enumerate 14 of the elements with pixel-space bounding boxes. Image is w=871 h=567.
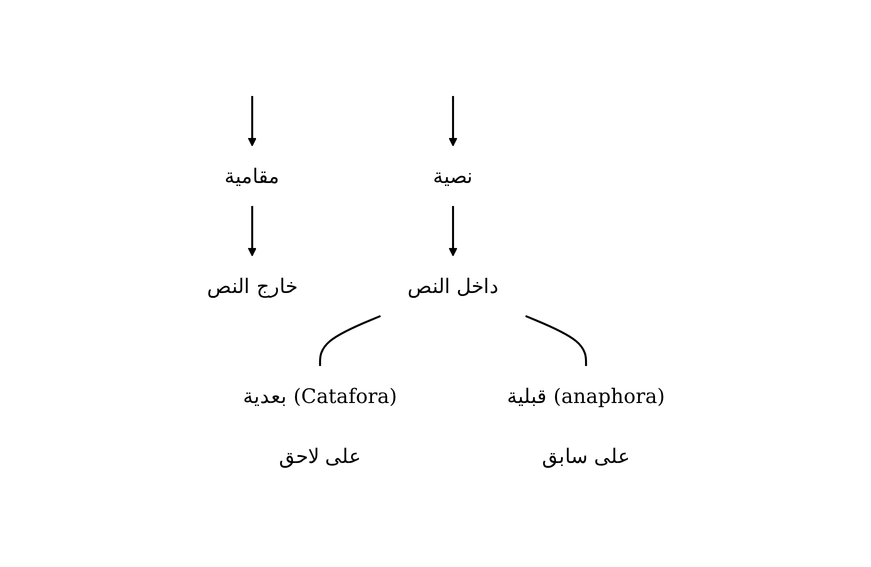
node-text: خارج النص (206, 273, 297, 298)
node-text: نصية (432, 163, 473, 188)
node-text: داخل النص (406, 273, 498, 298)
connector (524, 314, 587, 366)
node-label: على لاحق (278, 443, 361, 468)
arrow (247, 206, 256, 256)
arrow (448, 96, 457, 146)
node-label: على سابق (541, 443, 630, 468)
node-text: قبلية (anaphora) (506, 383, 664, 408)
arrow (247, 96, 256, 146)
connector (318, 314, 380, 366)
node-text: مقامية (224, 163, 280, 188)
arrow (448, 206, 457, 256)
node-text: بعدية (Catafora) (242, 383, 397, 408)
